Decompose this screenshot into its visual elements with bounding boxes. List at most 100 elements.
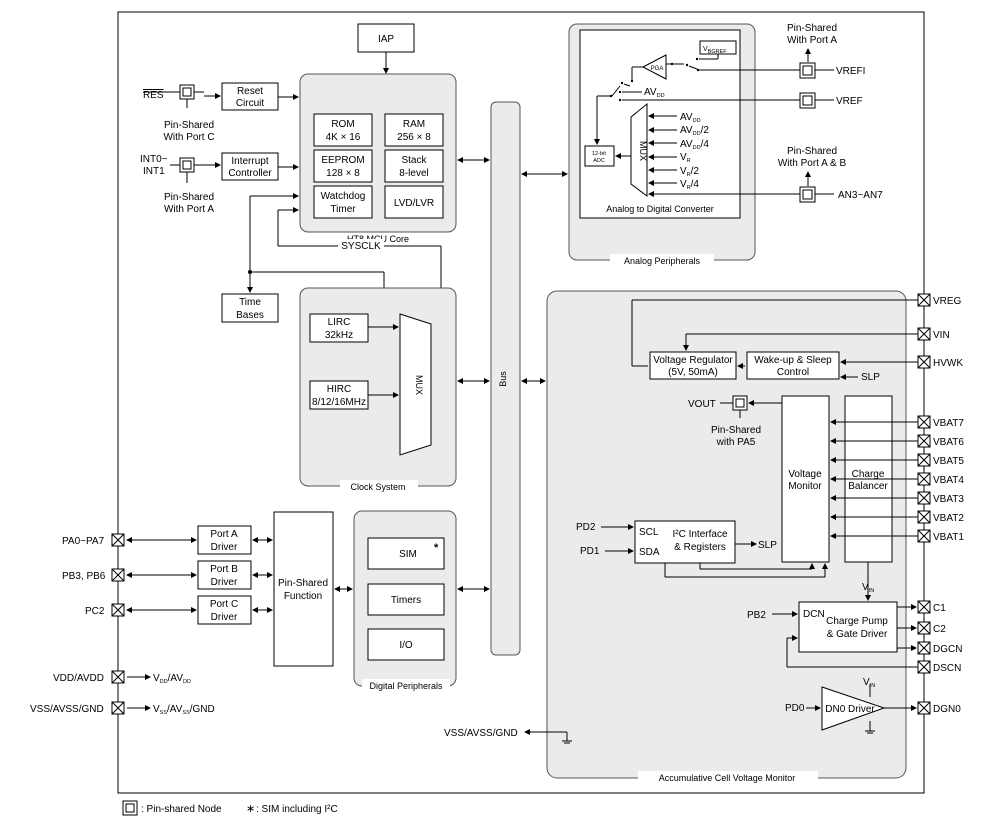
vbat-bus-lines: [830, 419, 918, 539]
pin-dgn0: [917, 701, 931, 715]
pin-shared-node-an: [799, 186, 816, 203]
pin-vbat6-label: VBAT6: [933, 437, 964, 448]
adc-in-vr-2: VR/2: [680, 166, 699, 178]
watchdog-label: Watchdog: [321, 191, 366, 202]
pin-vbat2-label: VBAT2: [933, 513, 964, 524]
rom-block: [313, 113, 373, 147]
vref-label: VREF: [836, 96, 863, 107]
ram-label: RAM: [403, 119, 425, 130]
lvd-block: [384, 185, 444, 219]
res-note-1: Pin-Shared: [164, 120, 214, 131]
interrupt-controller-label-2: Controller: [228, 168, 272, 179]
io-block: [367, 628, 445, 661]
i2c-title-2: & Registers: [674, 542, 726, 553]
hirc-freq: 8/12/16MHz: [312, 397, 366, 408]
voltage-regulator-label: Voltage Regulator: [653, 355, 733, 366]
pin-dgcn-label: DGCN: [933, 644, 962, 655]
i2c-title: I²C Interface: [672, 529, 727, 540]
pin-pb-label: PB3, PB6: [62, 571, 106, 582]
pin-vbat3: [917, 491, 931, 505]
port-b-driver-label: Port B: [210, 564, 238, 575]
clock-system-title: Clock System: [350, 482, 405, 492]
pd1-label: PD1: [580, 546, 600, 557]
adc-in-avdd-2: AVDD/2: [680, 125, 709, 137]
i2c-block: [634, 520, 736, 564]
port-a-driver-label-2: Driver: [211, 542, 238, 553]
vout-note-1: Pin-Shared: [711, 425, 761, 436]
pin-vbat4: [917, 472, 931, 486]
sim-block: [367, 537, 445, 570]
pin-pa: [111, 533, 125, 547]
left-pins: [111, 533, 125, 715]
pin-c2-label: C2: [933, 624, 946, 635]
pd0-label: PD0: [785, 703, 805, 714]
port-c-driver-block: [197, 595, 252, 625]
an-label: AN3~AN7: [838, 190, 883, 201]
pin-vbat3-label: VBAT3: [933, 494, 964, 505]
pin-vin-label: VIN: [933, 330, 950, 341]
interrupt-controller-label: Interrupt: [231, 156, 268, 167]
voltage-monitor-block: [781, 395, 830, 563]
adc-in-vr: VR: [680, 152, 691, 164]
sysclk-label: SYSCLK: [341, 241, 381, 252]
rom-label: ROM: [331, 119, 354, 130]
pga-amplifier: [641, 54, 667, 80]
pin-shared-function-label: Pin-Shared: [278, 578, 328, 589]
acvm-title: Accumulative Cell Voltage Monitor: [659, 773, 796, 783]
vref-note-2: With Port A: [787, 35, 837, 46]
bus: [490, 101, 521, 656]
wakeup-sleep-label-2: Control: [777, 367, 809, 378]
vrefi-label: VREFI: [836, 66, 865, 77]
watchdog-block: [313, 185, 373, 219]
right-pins: [917, 293, 931, 715]
vss-internal-label: VSS/AVSS/GND: [444, 728, 518, 739]
voltage-regulator-spec: (5V, 50mA): [668, 367, 718, 378]
vss-internal-supply-label: VSS/AVSS/GND: [153, 704, 215, 716]
pin-vbat1: [917, 529, 931, 543]
pin-pc-label: PC2: [85, 606, 105, 617]
lirc-freq: 32kHz: [325, 330, 353, 341]
analog-peripherals-title: Analog Peripherals: [624, 256, 701, 266]
adc-title: Analog to Digital Converter: [606, 204, 714, 214]
port-a-driver-label: Port A: [210, 529, 238, 540]
port-a-driver-block: [197, 525, 252, 555]
pin-pa-label: PA0~PA7: [62, 536, 105, 547]
port-c-driver-label-2: Driver: [211, 612, 238, 623]
sim-label: SIM: [399, 549, 417, 560]
rom-size: 4K × 16: [326, 132, 361, 143]
pin-vbat7: [917, 415, 931, 429]
bus-label: Bus: [498, 371, 508, 387]
pin-shared-node-vrefi: [799, 62, 816, 79]
lirc-block: [309, 313, 369, 343]
res-label: RES: [143, 90, 164, 101]
pin-vss-label: VSS/AVSS/GND: [30, 704, 104, 715]
pin-shared-function-label-2: Function: [284, 591, 322, 602]
pin-vreg-label: VREG: [933, 296, 962, 307]
ram-size: 256 × 8: [397, 132, 431, 143]
pin-hvwk-label: HVWK: [933, 358, 963, 369]
pb2-label: PB2: [747, 610, 766, 621]
pin-vreg: [917, 293, 931, 307]
stack-size: 8-level: [399, 168, 428, 179]
pin-vbat7-label: VBAT7: [933, 418, 964, 429]
voltage-monitor-label-2: Monitor: [788, 481, 822, 492]
pin-shared-node-vref: [799, 92, 816, 109]
wakeup-sleep-label: Wake-up & Sleep: [754, 355, 832, 366]
legend-node-icon: [122, 800, 138, 816]
watchdog-label-2: Timer: [330, 204, 356, 215]
i2c-scl: SCL: [639, 527, 659, 538]
pin-hvwk: [917, 355, 931, 369]
port-b-driver-block: [197, 560, 252, 590]
adc-core-block: [584, 145, 615, 167]
pin-vdd: [111, 670, 125, 684]
voltage-regulator-block: [649, 351, 737, 380]
int-note-1: Pin-Shared: [164, 192, 214, 203]
time-bases-block: [221, 293, 279, 323]
io-label: I/O: [399, 640, 413, 651]
res-note-2: With Port C: [163, 132, 214, 143]
timers-block: [367, 583, 445, 616]
pin-c1: [917, 600, 931, 614]
port-b-driver-label-2: Driver: [211, 577, 238, 588]
pin-dgcn: [917, 641, 931, 655]
port-c-driver-label: Port C: [210, 599, 238, 610]
